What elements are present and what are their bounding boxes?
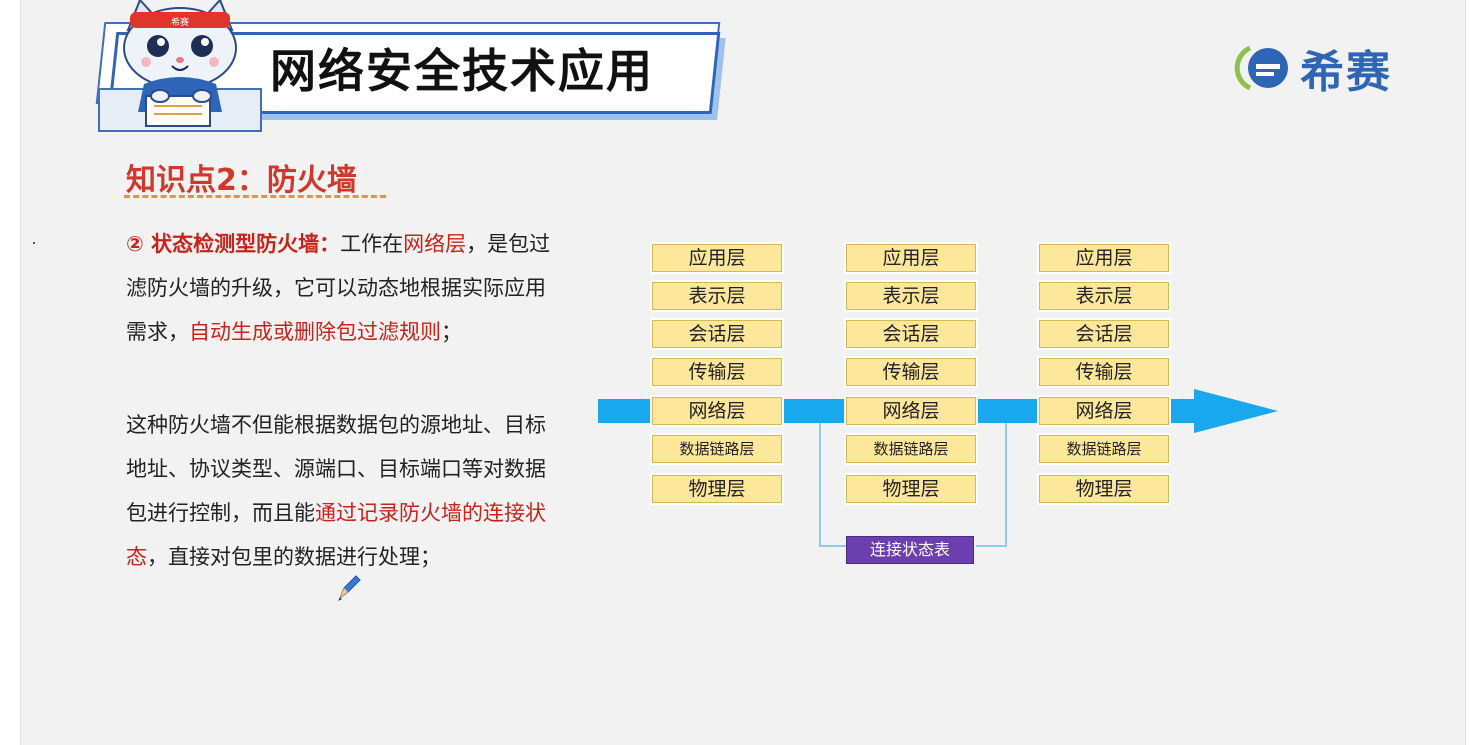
section-title-underline bbox=[124, 195, 386, 198]
pencil-icon[interactable] bbox=[336, 574, 362, 602]
layer-box: 物理层 bbox=[1039, 475, 1169, 503]
connection-state-table: 连接状态表 bbox=[846, 536, 974, 564]
layer-box: 物理层 bbox=[846, 475, 976, 503]
p1-text-3: ； bbox=[441, 320, 462, 344]
layer-box: 传输层 bbox=[652, 358, 782, 386]
layer-box: 表示层 bbox=[1039, 282, 1169, 310]
layer-box: 网络层 bbox=[846, 397, 976, 425]
paragraph-connection-state: 这种防火墙不但能根据数据包的源地址、目标地址、协议类型、源端口、目标端口等对数据… bbox=[126, 403, 556, 579]
lead-stateful-firewall: ② 状态检测型防火墙： bbox=[126, 232, 341, 256]
page-title: 网络安全技术应用 bbox=[270, 44, 654, 98]
layer-box: 表示层 bbox=[652, 282, 782, 310]
xisai-logo-icon bbox=[1234, 45, 1288, 91]
p2-highlight-connection-state: 通过记录防火墙的连接状态 bbox=[126, 501, 546, 569]
layer-box: 会话层 bbox=[846, 320, 976, 348]
p1-text-1: 工作在 bbox=[340, 232, 404, 256]
left-margin bbox=[0, 0, 20, 745]
paragraph-stateful-firewall: ② 状态检测型防火墙：工作在网络层，是包过滤防火墙的升级，它可以动态地根据实际应… bbox=[126, 222, 556, 354]
section-title: 知识点2：防火墙 bbox=[126, 163, 357, 198]
p1-text-2: ，是包过滤防火墙的升级，它可以动态地根据实际应用需求， bbox=[126, 232, 551, 344]
layer-box: 物理层 bbox=[652, 475, 782, 503]
layer-box: 表示层 bbox=[846, 282, 976, 310]
layer-box: 数据链路层 bbox=[1039, 435, 1169, 463]
layer-box: 传输层 bbox=[846, 358, 976, 386]
p2-text-1: 这种防火墙不但能根据数据包的源地址、目标地址、协议类型、源端口、目标端口等对数据… bbox=[126, 413, 546, 525]
cat-mascot-icon: 希赛 bbox=[123, 0, 237, 127]
layer-box: 应用层 bbox=[846, 244, 976, 272]
layer-box: 应用层 bbox=[652, 244, 782, 272]
p1-highlight-network-layer: 网络层 bbox=[403, 232, 467, 256]
brand-logo: 希赛 bbox=[1230, 38, 1392, 98]
layer-box: 数据链路层 bbox=[846, 435, 976, 463]
stray-dot bbox=[33, 242, 35, 244]
layer-box: 会话层 bbox=[1039, 320, 1169, 348]
layer-box: 传输层 bbox=[1039, 358, 1169, 386]
mascot-headband-text: 希赛 bbox=[171, 16, 189, 28]
logo-text: 希赛 bbox=[1300, 47, 1392, 98]
connector-right bbox=[976, 423, 1007, 547]
connector-left bbox=[819, 423, 846, 547]
layer-box: 应用层 bbox=[1039, 244, 1169, 272]
layer-box: 网络层 bbox=[1039, 397, 1169, 425]
p1-highlight-rules: 自动生成或删除包过滤规则 bbox=[189, 320, 441, 344]
osi-firewall-diagram: 应用层表示层会话层传输层网络层数据链路层物理层 应用层表示层会话层传输层网络层数据… bbox=[596, 236, 1286, 576]
layer-box: 会话层 bbox=[652, 320, 782, 348]
layer-box: 网络层 bbox=[652, 397, 782, 425]
p2-text-2: ，直接对包里的数据进行处理； bbox=[147, 545, 441, 569]
layer-box: 数据链路层 bbox=[652, 435, 782, 463]
